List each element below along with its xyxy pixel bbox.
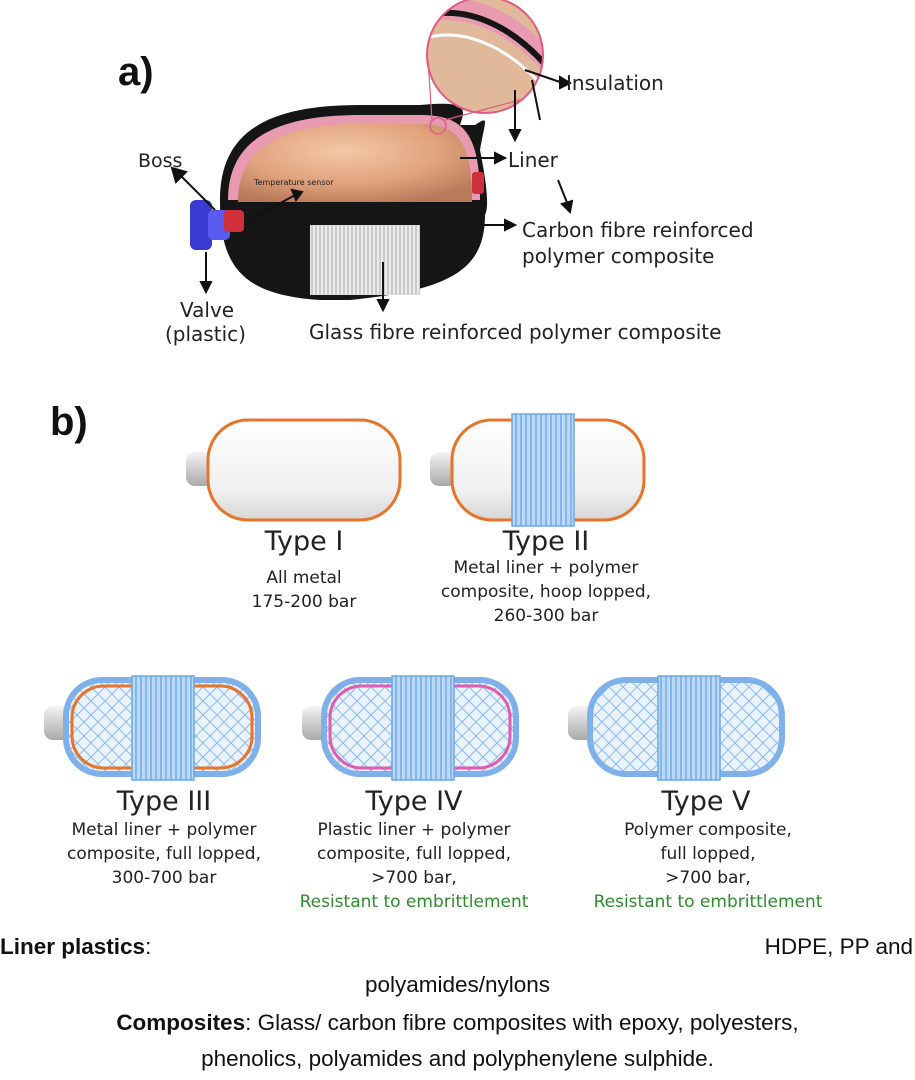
liner-callout: Liner xyxy=(508,148,558,172)
type-v-description: Polymer composite, full lopped, >700 bar… xyxy=(558,818,858,914)
liner-plastics-value-2: polyamides/nylons xyxy=(364,972,551,997)
type-iii-line-3: 300-700 bar xyxy=(111,868,217,888)
boss-part xyxy=(224,210,244,232)
callout-arrows xyxy=(170,69,574,313)
composites-label: Composites xyxy=(116,1010,246,1035)
type-iv-line-2: composite, full lopped, xyxy=(317,844,511,864)
type-ii-tank xyxy=(430,413,646,527)
type-ii-line-2: composite, hoop lopped, xyxy=(440,582,652,602)
liner-plastics-colon: : xyxy=(145,934,152,959)
insulation-callout: Insulation xyxy=(566,71,664,95)
carbon-fibre-callout-line2: polymer composite xyxy=(522,244,715,268)
glass-fibre-callout: Glass fibre reinforced polymer composite xyxy=(309,320,722,344)
valve-callout-line1: Valve xyxy=(180,298,235,322)
type-v-line-3: >700 bar, xyxy=(665,868,751,888)
type-ii-line-3: 260-300 bar xyxy=(493,606,599,626)
type-iv-embrittlement-note: Resistant to embrittlement xyxy=(299,892,529,912)
type-i-tank xyxy=(186,418,402,522)
liner-plastics-label: Liner plastics xyxy=(0,934,146,959)
boss-callout: Boss xyxy=(138,150,183,172)
type-iii-line-2: composite, full lopped, xyxy=(67,844,261,864)
liner-plastics-value-1: HDPE, PP and xyxy=(764,934,913,959)
type-iv-description: Plastic liner + polymer composite, full … xyxy=(264,818,564,914)
liner-plastics-line: Liner plastics: xyxy=(0,934,151,960)
zoom-inset xyxy=(426,0,544,135)
type-iii-title: Type III xyxy=(116,786,212,817)
type-ii-title: Type II xyxy=(502,526,590,557)
composites-line: Composites: Glass/ carbon fibre composit… xyxy=(0,1010,915,1036)
type-iv-tank xyxy=(302,675,519,781)
type-iii-line-1: Metal liner + polymer xyxy=(71,820,257,840)
type-iv-line-3: >700 bar, xyxy=(371,868,457,888)
type-i-line-1: All metal xyxy=(266,568,342,588)
panel-b-label: b) xyxy=(50,400,88,444)
type-iv-line-1: Plastic liner + polymer xyxy=(317,820,511,840)
type-i-line-2: 175-200 bar xyxy=(251,592,357,612)
type-iii-tank xyxy=(44,675,261,781)
type-i-description: All metal 175-200 bar xyxy=(204,566,404,614)
tank-types-illustration xyxy=(44,413,785,781)
tank-cutaway-illustration xyxy=(170,0,574,313)
type-iii-description: Metal liner + polymer composite, full lo… xyxy=(24,818,304,890)
type-ii-description: Metal liner + polymer composite, hoop lo… xyxy=(416,556,676,628)
composites-text-2: phenolics, polyamides and polyphenylene … xyxy=(201,1046,714,1071)
type-v-embrittlement-note: Resistant to embrittlement xyxy=(593,892,823,912)
right-boss xyxy=(472,172,484,194)
tank-body xyxy=(220,103,488,301)
valve-callout-line2: (plastic) xyxy=(165,322,246,346)
type-iv-title: Type IV xyxy=(365,786,463,817)
carbon-fibre-callout-line1: Carbon fibre reinforced xyxy=(522,218,754,242)
type-v-title: Type V xyxy=(661,786,751,817)
type-ii-line-1: Metal liner + polymer xyxy=(453,558,639,578)
temperature-sensor-callout: Temperature sensor xyxy=(254,178,334,187)
type-v-tank xyxy=(568,675,785,781)
type-v-line-2: full lopped, xyxy=(660,844,756,864)
type-v-line-1: Polymer composite, xyxy=(624,820,792,840)
panel-a-label: a) xyxy=(118,50,154,94)
composites-text-1: : Glass/ carbon fibre composites with ep… xyxy=(245,1010,799,1035)
type-i-title: Type I xyxy=(264,526,344,557)
